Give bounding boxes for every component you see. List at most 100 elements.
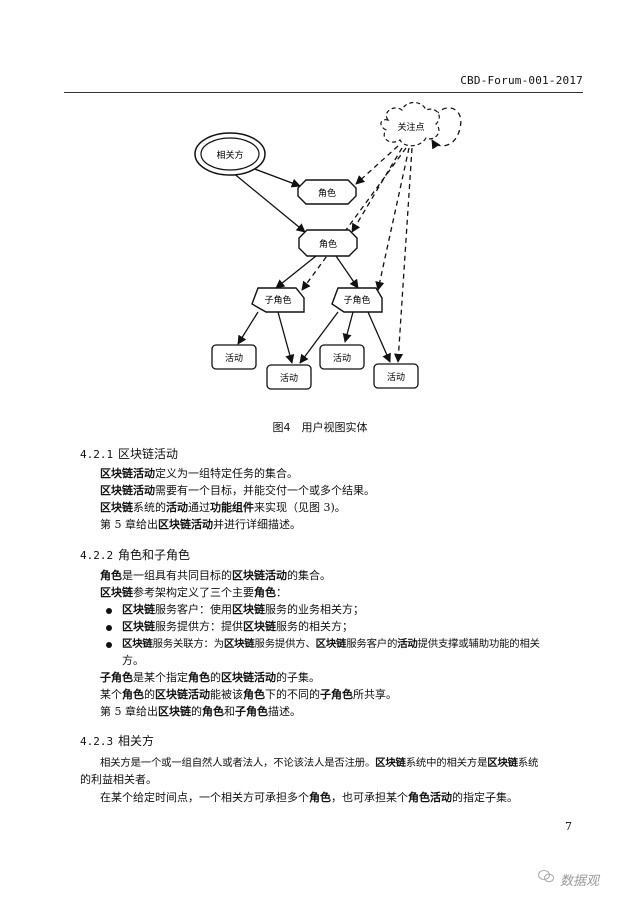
term: 角色: [202, 705, 224, 718]
activity-node-1: 活动: [211, 344, 257, 370]
wechat-icon: [538, 870, 554, 883]
edge-stakeholder-role-b: [231, 171, 306, 233]
svg-text:活动: 活动: [333, 352, 351, 364]
section-number: 4.2.3: [80, 735, 114, 748]
activity-node-2: 活动: [266, 364, 312, 390]
term: 区块链: [375, 757, 406, 769]
document-id: CBD-Forum-001-2017: [460, 74, 583, 87]
section-number: 4.2.2: [80, 549, 114, 562]
text: 参考架构定义了三个主要: [133, 586, 254, 599]
term: 区块链: [122, 603, 155, 616]
section-title: 角色和子角色: [118, 548, 191, 562]
text: 下的不同的: [265, 688, 320, 701]
svg-text:活动: 活动: [280, 372, 298, 384]
edge-concern-subrole-b: [375, 147, 410, 291]
paragraph: 在某个给定时间点，一个相关方可承担多个角色，也可承担某个角色活动的指定子集。: [100, 790, 518, 806]
text: 的: [210, 671, 221, 684]
term: 子角色: [235, 705, 268, 718]
text: 通过: [188, 501, 210, 514]
text: 服务提供方：提供: [155, 620, 243, 633]
text: 系统: [517, 757, 539, 769]
text: 服务提供方、: [254, 638, 316, 650]
term: 区块链活动: [100, 467, 155, 480]
text: ：: [276, 586, 287, 599]
text: 来实现（见图 3)。: [254, 501, 346, 514]
text: 定义为一组特定任务的集合。: [155, 467, 298, 480]
term: 角色: [254, 586, 276, 599]
svg-text:角色: 角色: [318, 187, 336, 199]
term: 区块链活动: [100, 484, 155, 497]
term: 子角色: [320, 688, 353, 701]
term: 角色: [100, 569, 122, 582]
section-heading-4-2-3: 4.2.3 相关方: [80, 732, 154, 749]
bullet-icon: [106, 608, 112, 614]
section-number: 4.2.1: [80, 448, 114, 461]
section-title: 相关方: [118, 734, 155, 748]
page-number: 7: [565, 820, 572, 833]
solid-edges: [231, 167, 391, 364]
text: 的: [144, 688, 155, 701]
svg-text:相关方: 相关方: [216, 149, 243, 161]
text: 并进行详细描述。: [213, 518, 301, 531]
section-heading-4-2-1: 4.2.1 区块链活动: [80, 445, 178, 462]
term: 区块链: [232, 603, 265, 616]
bullet-icon: [106, 642, 112, 648]
activity-node-4: 活动: [373, 363, 419, 389]
text: 服务的业务相关方；: [265, 603, 364, 616]
text: 的: [191, 705, 202, 718]
bullet-item: 区块链服务提供方：提供区块链服务的相关方；: [122, 619, 353, 635]
term: 区块链: [223, 638, 255, 650]
text: 在某个给定时间点，一个相关方可承担多个: [100, 791, 309, 804]
text: 第 5 章给出: [100, 518, 158, 531]
svg-text:子角色: 子角色: [264, 294, 291, 306]
activity-node-3: 活动: [319, 344, 365, 370]
term: 区块链活动: [158, 518, 213, 531]
term: 区块链: [158, 705, 191, 718]
text: 需要有一个目标，并能交付一个或多个结果。: [155, 484, 375, 497]
text: 是某个指定: [133, 671, 188, 684]
text: 所共享。: [353, 688, 397, 701]
section-title: 区块链活动: [118, 447, 179, 461]
concern-node: 关注点: [380, 101, 440, 147]
edge-concern-activity-4: [393, 147, 413, 363]
bullet-item: 区块链服务关联方：为区块链服务提供方、区块链服务客户的活动提供支撑或辅助功能的相…: [122, 636, 540, 652]
text: 的指定子集。: [452, 791, 518, 804]
svg-text:活动: 活动: [387, 371, 405, 383]
edge-subrole-b-activity-4: [367, 311, 391, 363]
paragraph: 相关方是一个或一组自然人或者法人，不论该法人是否注册。区块链系统中的相关方是区块…: [100, 755, 538, 771]
term: 角色: [309, 791, 331, 804]
edge-role-b-subrole-b: [335, 255, 359, 289]
paragraph: 区块链活动定义为一组特定任务的集合。: [100, 466, 298, 482]
text: 服务关联方：为: [152, 638, 225, 650]
bullet-item-continuation: 方。: [122, 654, 144, 667]
paragraph-continuation: 的利益相关者。: [80, 773, 157, 786]
term: 活动: [166, 501, 188, 514]
user-view-entity-diagram: 相关方 关注点 角色 角色 子角色 子角色 活动 活动 活动 活动: [194, 101, 462, 390]
edge-concern-subrole-a: [301, 147, 407, 291]
term: 区块链活动: [155, 688, 210, 701]
text: 服务的相关方；: [276, 620, 353, 633]
term: 子角色: [100, 671, 133, 684]
paragraph: 子角色是某个指定角色的区块链活动的子集。: [100, 670, 320, 686]
paragraph: 区块链系统的活动通过功能组件来实现（见图 3)。: [100, 500, 346, 516]
term: 区块链活动: [232, 569, 287, 582]
text: 能被该: [210, 688, 243, 701]
header-rule: [64, 92, 583, 93]
paragraph: 区块链活动需要有一个目标，并能交付一个或多个结果。: [100, 483, 375, 499]
edge-concern-role-a: [355, 145, 399, 185]
text: 相关方是一个或一组自然人或者法人，不论该法人是否注册。: [100, 757, 376, 769]
edge-concern-role-b: [351, 147, 403, 233]
text: 服务客户：使用: [155, 603, 232, 616]
bullet-item: 区块链服务客户：使用区块链服务的业务相关方；: [122, 602, 364, 618]
role-node-a: 角色: [297, 179, 357, 205]
bullet-icon: [106, 625, 112, 631]
term: 区块链: [487, 757, 518, 769]
term: 角色: [122, 688, 144, 701]
edge-subrole-a-activity-1: [237, 311, 259, 345]
figure-caption: 图4 用户视图实体: [272, 421, 368, 434]
text: 提供支撑或辅助功能的相关: [417, 638, 540, 650]
text: 某个: [100, 688, 122, 701]
edge-role-b-subrole-a: [275, 255, 317, 289]
term: 区块链: [122, 638, 153, 650]
paragraph: 角色是一组具有共同目标的区块链活动的集合。: [100, 568, 331, 584]
